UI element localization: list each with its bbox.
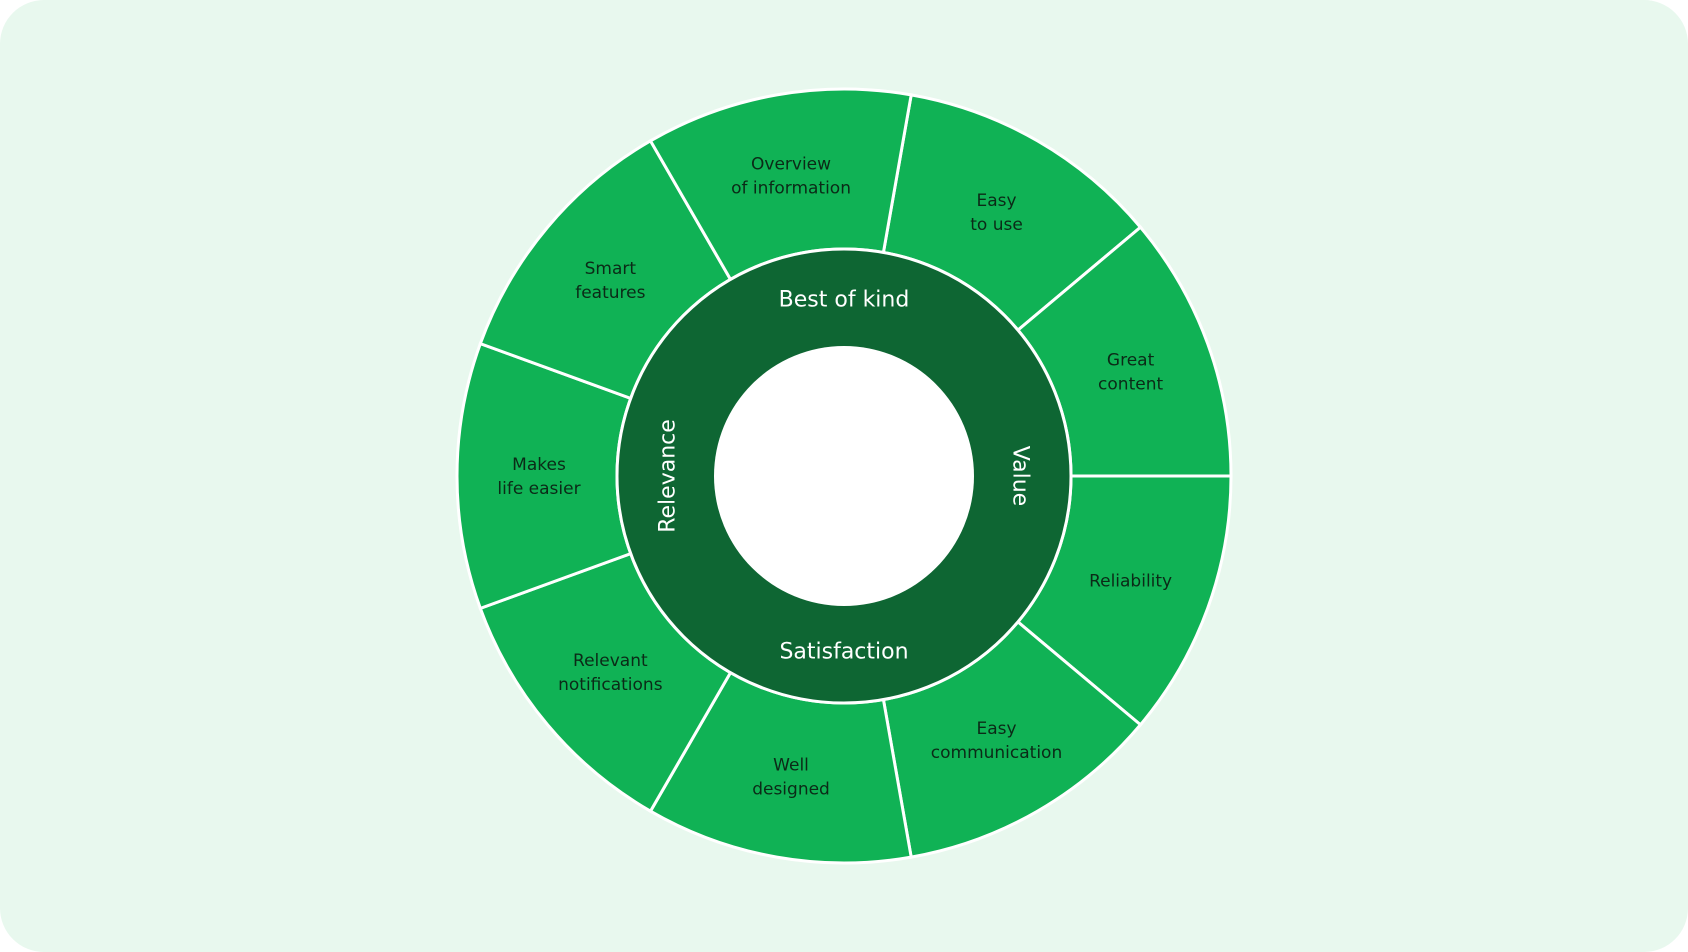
segment-label: Makes life easier [497,455,580,499]
segment-label-line: Makes [512,455,566,475]
segment-label-line: designed [752,779,830,799]
segment-label: Reliability [1089,571,1172,591]
segment-label-line: to use [970,215,1023,235]
segment-label-line: Easy [976,719,1016,739]
segment-label-line: communication [931,743,1062,763]
ring-label-satisfaction: Satisfaction [779,640,908,665]
segment-label-line: Overview [751,155,831,175]
segment-label-line: notifications [558,675,663,695]
segment-label-line: Reliability [1089,571,1172,591]
segment-label: Smart features [575,259,645,303]
segment-label-line: Relevant [573,651,648,671]
ring-label-value: Value [1008,446,1033,506]
center-hole [714,346,974,606]
segment-label: Relevant notifications [558,651,663,695]
segment-label-line: features [575,283,645,303]
segment-label-line: Smart [585,259,637,279]
segment-label-line: Easy [976,191,1016,211]
segment-label-line: life easier [497,479,580,499]
segment-label-line: Well [773,755,809,775]
segment-label-line: Great [1107,351,1155,371]
ring-label-relevance: Relevance [656,419,681,533]
segment-label: Great content [1098,351,1163,395]
segment-label-line: content [1098,375,1163,395]
segment-label: Overview of information [731,155,851,199]
segment-label: Well designed [752,755,830,799]
segment-label-line: of information [731,179,851,199]
segment-label: Easy to use [970,191,1023,235]
segment-label: Easy communication [931,719,1062,763]
ring-label-best-of-kind: Best of kind [779,288,910,313]
